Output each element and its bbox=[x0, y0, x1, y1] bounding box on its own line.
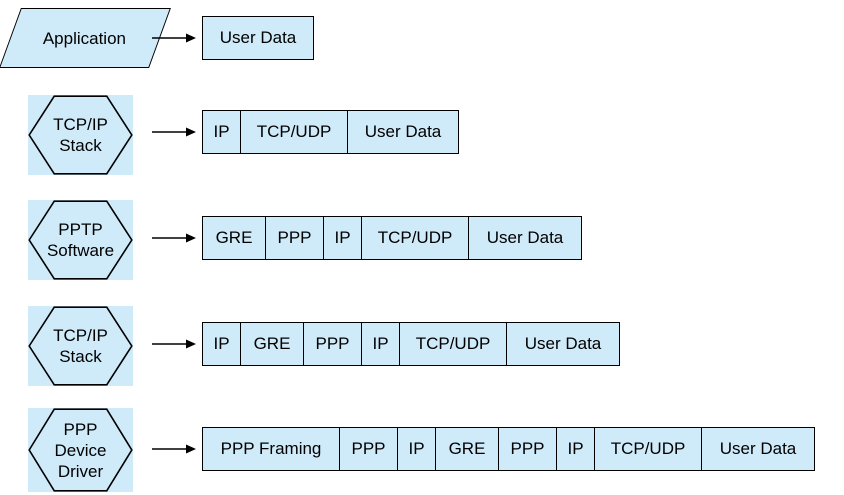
packet-segment: TCP/UDP bbox=[595, 428, 702, 470]
packet-segment: IP bbox=[362, 323, 400, 365]
arrow-right-icon bbox=[152, 444, 196, 454]
arrow-right-icon bbox=[152, 33, 196, 43]
packet-segment: IP bbox=[557, 428, 595, 470]
packet-segment: IP bbox=[398, 428, 436, 470]
node-shape-hexagon: TCP/IP Stack bbox=[28, 95, 133, 175]
packet-segment: IP bbox=[324, 217, 362, 259]
packet-segment: TCP/UDP bbox=[400, 323, 507, 365]
node-shape-hexagon: PPP Device Driver bbox=[28, 408, 133, 492]
packet-segment: User Data bbox=[507, 323, 619, 365]
hexagon-outline-icon bbox=[28, 95, 133, 175]
node-label: TCP/IP Stack bbox=[53, 115, 108, 155]
packet-segment: User Data bbox=[702, 428, 814, 470]
arrow-right-icon bbox=[152, 127, 196, 137]
node-shape-hexagon: TCP/IP Stack bbox=[28, 306, 133, 386]
packet-segment: User Data bbox=[348, 111, 458, 153]
node-shape-parallelogram: Application bbox=[0, 8, 171, 68]
packet-segment: User Data bbox=[203, 17, 313, 59]
hexagon-outline-icon bbox=[28, 306, 133, 386]
packet-segment: GRE bbox=[241, 323, 304, 365]
node-label: Application bbox=[43, 28, 127, 48]
packet-segment: PPP Framing bbox=[203, 428, 340, 470]
hexagon-outline-icon bbox=[28, 408, 133, 492]
packet-segment: GRE bbox=[203, 217, 266, 259]
node-label: PPTP Software bbox=[46, 220, 115, 260]
node-label: TCP/IP Stack bbox=[53, 326, 108, 366]
packet-segment: User Data bbox=[469, 217, 581, 259]
packet-segment: IP bbox=[203, 111, 241, 153]
packet-segment: TCP/UDP bbox=[362, 217, 469, 259]
packet-segment: IP bbox=[203, 323, 241, 365]
arrow-right-icon bbox=[152, 233, 196, 243]
node-shape-hexagon: PPTP Software bbox=[28, 200, 133, 280]
packet-segment: PPP bbox=[499, 428, 557, 470]
node-label: PPP Device Driver bbox=[54, 419, 107, 481]
packet-bar: User Data bbox=[202, 16, 314, 60]
packet-segment: PPP bbox=[340, 428, 398, 470]
packet-segment: GRE bbox=[436, 428, 499, 470]
arrow-right-icon bbox=[152, 339, 196, 349]
packet-segment: PPP bbox=[266, 217, 324, 259]
packet-segment: TCP/UDP bbox=[241, 111, 348, 153]
hexagon-outline-icon bbox=[28, 200, 133, 280]
packet-segment: PPP bbox=[304, 323, 362, 365]
